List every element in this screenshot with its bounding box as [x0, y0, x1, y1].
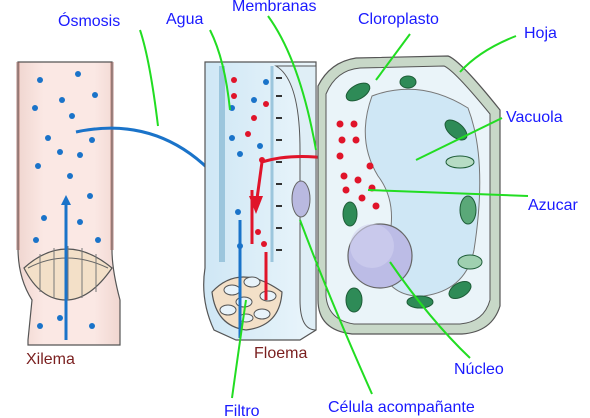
leader-vacuola: [415, 117, 503, 161]
label-floema: Floema: [254, 345, 307, 362]
leader-nucleo: [389, 261, 471, 359]
xylem-water-dots: [32, 71, 101, 329]
label-membranas: Membranas: [232, 0, 316, 15]
label-vacuola: Vacuola: [506, 109, 563, 126]
label-cloroplasto: Cloroplasto: [358, 11, 439, 28]
companion-cell-nucleus: [291, 180, 311, 218]
leader-celula-acompanante: [299, 219, 373, 395]
label-filtro: Filtro: [224, 403, 260, 418]
label-azucar: Azucar: [528, 197, 578, 214]
sugar-arrow-head: [249, 196, 263, 214]
leader-agua: [209, 29, 231, 111]
xylem-vessel: [16, 61, 121, 346]
leader-cloroplasto: [375, 33, 411, 81]
leaf-sugar-dots: [336, 120, 380, 210]
leader-lines: [139, 15, 529, 399]
label-hoja: Hoja: [524, 25, 557, 42]
label-osmosis: Ósmosis: [58, 11, 120, 30]
leader-hoja: [459, 35, 517, 73]
leader-membranas: [267, 15, 317, 151]
leaf-cell: [317, 55, 501, 335]
leader-azucar: [367, 189, 529, 197]
companion-cell: [274, 65, 317, 331]
label-nucleo: Núcleo: [454, 361, 504, 378]
label-celula-acompanante: Célula acompañante: [328, 399, 475, 416]
label-xilema: Xilema: [26, 351, 75, 368]
leader-osmosis: [139, 29, 159, 127]
leader-filtro: [231, 299, 247, 399]
label-agua: Agua: [166, 11, 203, 28]
